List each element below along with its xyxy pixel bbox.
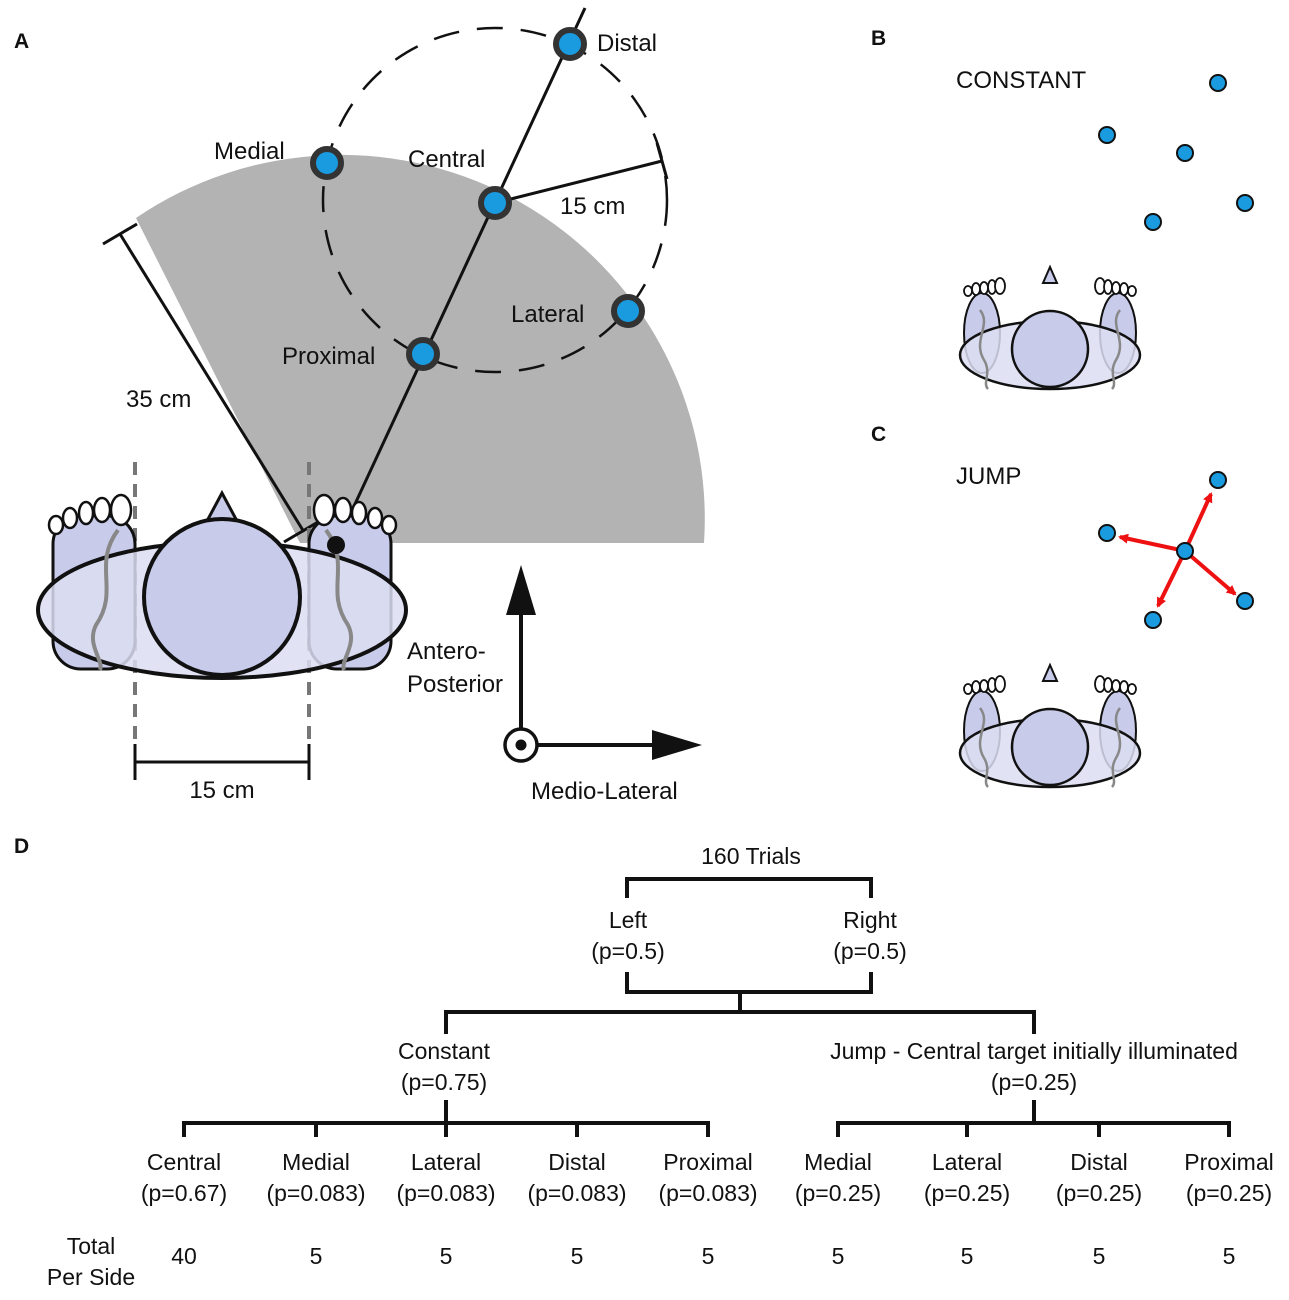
tree-leaves: Central (p=0.67) 40 Medial (p=0.083) 5 L… [141, 1149, 1274, 1269]
condition-jump-prob: (p=0.25) [991, 1069, 1077, 1095]
reach-measure [102, 222, 319, 544]
target-proximal [406, 337, 440, 371]
target-dot [1098, 126, 1116, 144]
panel-c-label: C [871, 423, 886, 446]
condition-jump-label: Jump - Central target initially illumina… [830, 1038, 1238, 1064]
leaf-total: 5 [310, 1243, 323, 1269]
label-lateral: Lateral [511, 301, 584, 328]
leaf-total: 5 [702, 1243, 715, 1269]
leaf-prob: (p=0.083) [396, 1180, 495, 1206]
label-medial: Medial [214, 138, 285, 165]
arrow-up-icon [506, 565, 536, 615]
leaf-prob: (p=0.25) [1056, 1180, 1142, 1206]
condition-constant-label: Constant [398, 1038, 491, 1064]
leaf-total: 5 [961, 1243, 974, 1269]
leaf-label: Proximal [1184, 1149, 1273, 1175]
coordinate-axes [503, 565, 702, 763]
reach-start-marker [327, 536, 345, 554]
leaf-prob: (p=0.083) [266, 1180, 365, 1206]
reach-axis-line [334, 7, 587, 546]
target-dot [1209, 74, 1227, 92]
label-distal: Distal [597, 30, 657, 57]
side-right-prob: (p=0.5) [833, 938, 907, 964]
foot-spacing-measure [133, 744, 311, 780]
leaf-prob: (p=0.25) [1186, 1180, 1272, 1206]
radius-label: 15 cm [560, 193, 625, 220]
tree-root-label: 160 Trials [701, 843, 801, 869]
target-distal [553, 27, 587, 61]
side-left-label: Left [609, 907, 648, 933]
participant-body-b [958, 265, 1142, 391]
side-left-prob: (p=0.5) [591, 938, 665, 964]
leaf-label: Lateral [411, 1149, 481, 1175]
condition-constant-prob: (p=0.75) [401, 1069, 487, 1095]
label-central: Central [408, 146, 485, 173]
target-dot [1098, 524, 1116, 542]
total-per-side-label-1: Total [67, 1233, 116, 1259]
jump-label: JUMP [956, 463, 1021, 490]
leaf-prob: (p=0.67) [141, 1180, 227, 1206]
leaf-label: Medial [804, 1149, 872, 1175]
panel-b-label: B [871, 27, 886, 50]
radius-measure [494, 142, 669, 205]
leaf-total: 40 [171, 1243, 197, 1269]
target-central [478, 186, 512, 220]
leaf-total: 5 [440, 1243, 453, 1269]
leaf-label: Distal [1070, 1149, 1128, 1175]
side-right-label: Right [843, 907, 897, 933]
label-proximal: Proximal [282, 343, 375, 370]
panel-a-label: A [14, 30, 29, 53]
target-circle-dashed [321, 26, 669, 374]
target-medial [310, 146, 344, 180]
constant-label: CONSTANT [956, 67, 1087, 94]
leaf-prob: (p=0.25) [795, 1180, 881, 1206]
targets-panel-b [1098, 74, 1254, 231]
total-per-side-label-2: Per Side [47, 1264, 135, 1290]
axis-ml-label: Medio-Lateral [531, 778, 678, 805]
target-dot [1236, 592, 1254, 610]
leaf-total: 5 [1093, 1243, 1106, 1269]
axis-ap-label-2: Posterior [407, 671, 503, 698]
panel-d-label: D [14, 835, 29, 858]
leaf-prob: (p=0.25) [924, 1180, 1010, 1206]
target-dot [1236, 194, 1254, 212]
target-lateral [611, 294, 645, 328]
targets-panel-a [310, 27, 645, 371]
axis-ap-label-1: Antero- [407, 638, 486, 665]
target-dot-central [1176, 542, 1194, 560]
jump-arrows [1118, 492, 1237, 608]
leaf-label: Proximal [663, 1149, 752, 1175]
reach-label: 35 cm [126, 386, 191, 413]
leaf-total: 5 [571, 1243, 584, 1269]
leaf-label: Lateral [932, 1149, 1002, 1175]
leaf-prob: (p=0.083) [527, 1180, 626, 1206]
arrow-right-icon [652, 730, 702, 760]
foot-spacing-label: 15 cm [189, 777, 254, 804]
leaf-label: Distal [548, 1149, 606, 1175]
leaf-label: Medial [282, 1149, 350, 1175]
leaf-prob: (p=0.083) [658, 1180, 757, 1206]
participant-body-c [958, 663, 1142, 789]
target-dot [1176, 144, 1194, 162]
leaf-total: 5 [832, 1243, 845, 1269]
tree-lines [182, 877, 1231, 1137]
leaf-total: 5 [1223, 1243, 1236, 1269]
participant-body-large [36, 462, 408, 745]
target-dot [1144, 213, 1162, 231]
leaf-label: Central [147, 1149, 221, 1175]
targets-panel-c [1098, 471, 1254, 629]
target-dot [1144, 611, 1162, 629]
target-dot [1209, 471, 1227, 489]
